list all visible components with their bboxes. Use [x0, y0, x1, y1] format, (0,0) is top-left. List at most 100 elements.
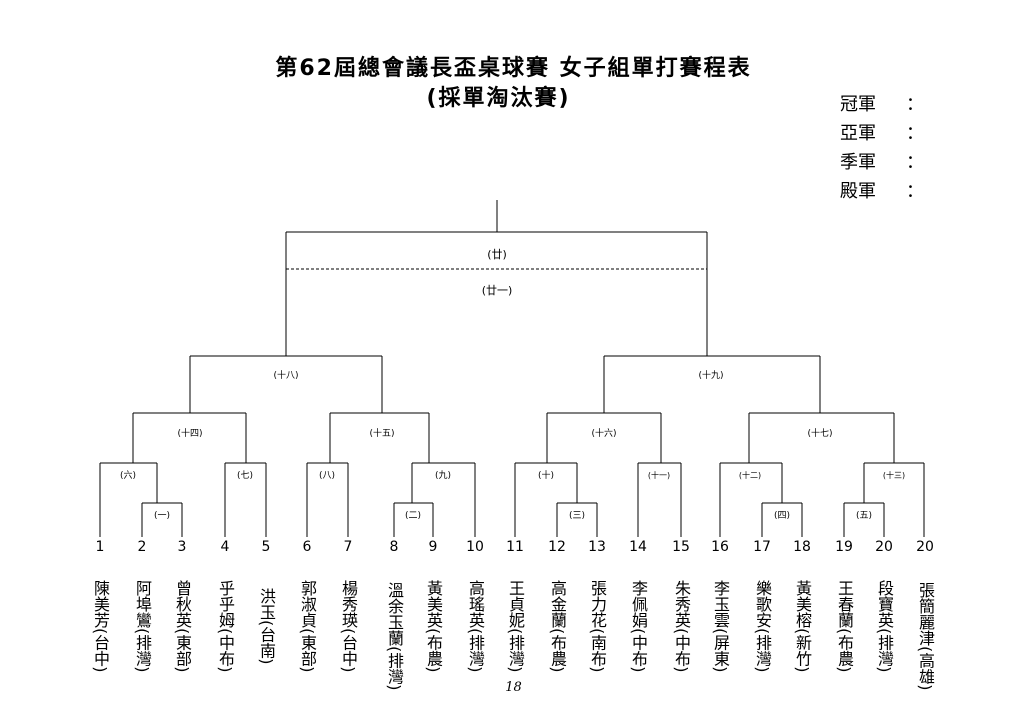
- player-name: 乎乎姆(中布): [216, 579, 235, 673]
- player-name: 張力花(南布): [588, 579, 607, 673]
- player-entry: 3 曾秋英(東部): [170, 539, 194, 696]
- player-entry: 16 李玉雲(屏東): [708, 539, 732, 696]
- player-number: 15: [672, 539, 690, 555]
- player-number: 10: [466, 539, 484, 555]
- player-entry: 13 張力花(南布): [585, 539, 609, 696]
- player-number: 11: [506, 539, 524, 555]
- player-number: 3: [177, 539, 187, 555]
- match-label: (十四): [177, 427, 202, 439]
- player-number: 8: [389, 539, 399, 555]
- player-entry: 12 高金蘭(布農): [545, 539, 569, 696]
- awards-list: 冠軍 ： 亞軍 ： 季軍 ： 殿軍 ：: [840, 90, 924, 206]
- award-colon: ：: [906, 181, 924, 202]
- player-entry: 6 郭淑貞(東部): [295, 539, 319, 696]
- player-name: 高瑤英(排灣): [466, 579, 485, 673]
- match-label: (十二): [739, 470, 761, 480]
- player-entry: 9 黃美英(布農): [421, 539, 445, 696]
- player-entry: 14 李佩娟(中布): [626, 539, 650, 696]
- player-number: 16: [711, 539, 729, 555]
- match-label: (一): [154, 511, 170, 521]
- match-label: (廿一): [482, 284, 513, 297]
- match-label: (十三): [883, 470, 905, 480]
- player-number: 19: [835, 539, 853, 555]
- match-label: (十一): [648, 470, 670, 480]
- match-label: (六): [120, 469, 136, 481]
- player-entry: 20 張簡麗津(高雄): [913, 539, 937, 716]
- match-label: (八): [319, 471, 335, 481]
- player-entry: 19 王春蘭(布農): [832, 539, 856, 696]
- player-entry: 15 朱秀英(中布): [669, 539, 693, 696]
- match-label: (九): [435, 470, 451, 481]
- player-number: 18: [793, 539, 811, 555]
- player-number: 6: [302, 539, 312, 555]
- player-number: 5: [261, 539, 271, 555]
- match-label: (七): [237, 470, 253, 481]
- award-champion: 冠軍 ：: [840, 90, 924, 119]
- match-label: (十七): [807, 427, 832, 439]
- subtitle-text: (採單淘汰賽): [426, 86, 571, 111]
- award-third: 季軍 ：: [840, 148, 924, 177]
- player-name: 阿埠鸞(排灣): [133, 579, 152, 673]
- player-name: 黃美榕(新竹): [793, 579, 812, 673]
- page-title: 第62屆總會議長盃桌球賽 女子組單打賽程表: [275, 56, 752, 81]
- player-name: 樂歌安(排灣): [753, 579, 772, 673]
- player-number: 4: [220, 539, 230, 555]
- player-entry: 4 乎乎姆(中布): [213, 539, 237, 696]
- award-fourth: 殿軍 ：: [840, 177, 924, 206]
- match-label: (十五): [369, 427, 394, 439]
- player-entry: 2 阿埠鸞(排灣): [130, 539, 154, 696]
- match-label: (十八): [273, 369, 298, 381]
- match-label: (廿): [487, 248, 507, 261]
- player-entry: 1 陳美芳(台中): [88, 539, 112, 696]
- award-runner-up: 亞軍 ：: [840, 119, 924, 148]
- player-name: 朱秀英(中布): [672, 579, 691, 673]
- award-label: 亞軍: [840, 123, 876, 144]
- page-number: 18: [505, 680, 522, 695]
- award-colon: ：: [906, 123, 924, 144]
- award-label: 季軍: [840, 152, 876, 173]
- player-name: 郭淑貞(東部): [298, 579, 317, 673]
- match-label: (十): [538, 469, 554, 481]
- player-name: 李玉雲(屏東): [711, 579, 730, 673]
- player-name: 段寶英(排灣): [875, 579, 894, 673]
- page-subtitle: (採單淘汰賽): [0, 80, 1027, 112]
- match-label: (二): [405, 511, 421, 521]
- player-name: 王貞妮(排灣): [506, 579, 525, 673]
- player-entry: 11 王貞妮(排灣): [503, 539, 527, 696]
- player-number: 13: [588, 539, 606, 555]
- player-number: 1: [95, 539, 105, 555]
- match-label: (四): [774, 511, 790, 521]
- player-number: 20: [916, 539, 934, 555]
- player-name: 溫余玉蘭(排灣): [385, 581, 404, 691]
- player-entry: 7 楊秀瑛(台中): [336, 539, 360, 696]
- award-colon: ：: [906, 94, 924, 115]
- player-name: 張簡麗津(高雄): [916, 581, 935, 691]
- award-label: 冠軍: [840, 94, 876, 115]
- player-name: 李佩娟(中布): [629, 579, 648, 673]
- player-number: 14: [629, 539, 647, 555]
- match-label: (五): [856, 511, 872, 521]
- player-name: 黃美英(布農): [424, 579, 443, 673]
- player-number: 2: [137, 539, 147, 555]
- player-name: 楊秀瑛(台中): [339, 579, 358, 673]
- player-number: 17: [753, 539, 771, 555]
- player-number: 7: [343, 539, 353, 555]
- award-label: 殿軍: [840, 181, 876, 202]
- player-name: 陳美芳(台中): [91, 579, 110, 673]
- player-name: 曾秋英(東部): [173, 579, 192, 673]
- player-entry: 10 高瑤英(排灣): [463, 539, 487, 696]
- match-label: (三): [569, 511, 585, 521]
- player-name: 洪玉(台南): [257, 587, 276, 665]
- player-entry: 8 溫余玉蘭(排灣): [382, 539, 406, 716]
- player-entry: 5 洪玉(台南): [254, 539, 278, 696]
- player-number: 12: [548, 539, 566, 555]
- player-name: 高金蘭(布農): [548, 579, 567, 673]
- player-entry: 17 樂歌安(排灣): [750, 539, 774, 696]
- player-name: 王春蘭(布農): [835, 579, 854, 673]
- award-colon: ：: [906, 152, 924, 173]
- match-label: (十九): [698, 369, 723, 381]
- player-number: 9: [428, 539, 438, 555]
- match-label: (十六): [591, 427, 616, 439]
